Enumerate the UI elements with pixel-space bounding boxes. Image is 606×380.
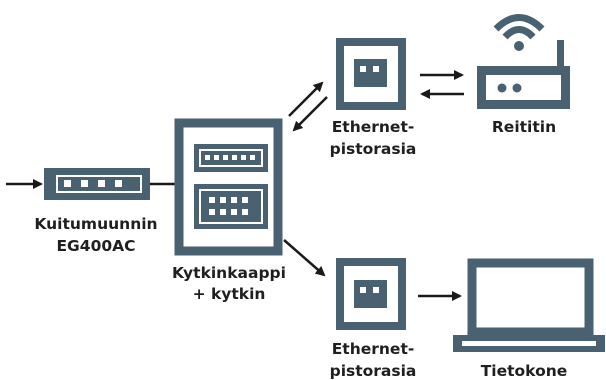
- outlet-top-label-line2: pistorasia: [330, 140, 417, 158]
- ethernet-outlet-icon: [336, 258, 406, 330]
- outlet-bottom-label-line2: pistorasia: [330, 362, 417, 380]
- ethernet-outlet-top: [336, 38, 406, 110]
- laptop-label: Tietokone: [481, 362, 568, 380]
- router: [477, 14, 570, 109]
- cabinet-label: Kytkinkaappi: [172, 264, 286, 282]
- fiber-converter: [44, 168, 150, 200]
- outlet-bottom-label: Ethernet-: [332, 340, 415, 358]
- fiber-port: [115, 180, 122, 187]
- router-label: Reititin: [492, 118, 556, 136]
- fiber-port: [64, 180, 71, 187]
- fiber-port: [81, 180, 88, 187]
- arrow-cabinet-to-outlet-top: [288, 81, 324, 117]
- ethernet-outlet-bottom: [336, 258, 406, 330]
- arrow-cabinet-to-outlet-bottom: [283, 239, 326, 277]
- fiber-converter-model-label: EG400AC: [56, 237, 135, 255]
- fiber-converter-label: Kuitumuunnin: [34, 215, 157, 233]
- outlet-top-label: Ethernet-: [332, 118, 415, 136]
- switch-cabinet: [174, 118, 283, 256]
- cabinet-switch-label: + kytkin: [193, 285, 266, 303]
- router-antenna: [557, 40, 564, 66]
- wifi-icon: [493, 14, 545, 51]
- laptop: [453, 258, 605, 352]
- fiber-port: [98, 180, 105, 187]
- laptop-icon: [467, 258, 594, 337]
- arrow-outlet-top-to-cabinet: [292, 96, 328, 132]
